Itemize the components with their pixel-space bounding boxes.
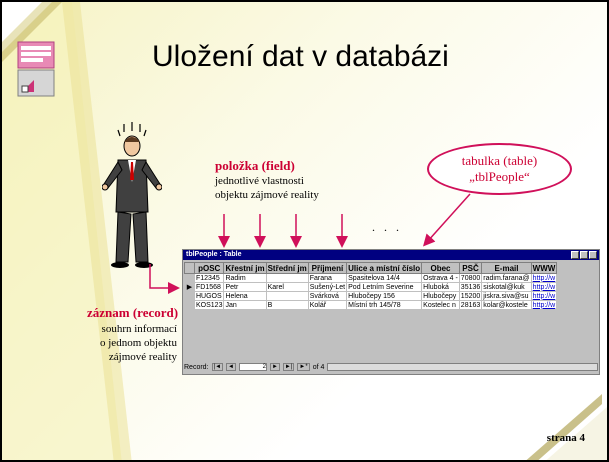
window-controls bbox=[571, 251, 597, 259]
access-app-icon bbox=[17, 41, 55, 97]
table-cell[interactable]: Helena bbox=[223, 291, 267, 301]
table-cell[interactable]: 35136 bbox=[458, 282, 483, 292]
maximize-button[interactable] bbox=[580, 251, 588, 259]
record-count: of 4 bbox=[312, 363, 325, 371]
record-label: záznam (record) bbox=[87, 305, 179, 320]
table-cell[interactable]: http://w bbox=[530, 291, 558, 301]
table-cell[interactable]: Spasitelova 14/4 bbox=[346, 273, 423, 283]
table-cell[interactable]: 70800 bbox=[458, 273, 483, 283]
table-cell[interactable]: F12345 bbox=[193, 273, 225, 283]
field-label: položka (field) bbox=[215, 158, 295, 173]
record-description-line-3: zájmové reality bbox=[108, 351, 177, 363]
current-record-input[interactable]: 2 bbox=[238, 363, 267, 371]
table-cell[interactable]: HUGOS bbox=[193, 291, 225, 301]
table-cell[interactable]: Farana bbox=[307, 273, 348, 283]
arrow-table bbox=[422, 193, 471, 247]
column-header[interactable]: Obec bbox=[421, 262, 460, 274]
table-cell[interactable]: Hlubočepy bbox=[421, 291, 460, 301]
column-header[interactable]: WWW bbox=[530, 262, 558, 274]
window-titlebar: tblPeople : Table bbox=[183, 250, 599, 260]
table-cell[interactable]: http://w bbox=[530, 273, 558, 283]
table-cell[interactable]: siskotal@kuk bbox=[481, 282, 532, 292]
table-cell[interactable]: 28163 bbox=[458, 300, 483, 310]
row-selector[interactable] bbox=[184, 273, 195, 283]
record-navigator: Record: |◄ ◄ 2 ► ►| ►* of 4 bbox=[184, 362, 598, 372]
field-description-line-1: jednotlivé vlastnosti bbox=[215, 175, 304, 187]
field-description: jednotlivé vlastnosti objektu zájmové re… bbox=[215, 174, 319, 202]
table-cell[interactable]: Ostrava 4 - bbox=[421, 273, 460, 283]
table-cell[interactable]: Radim bbox=[223, 273, 267, 283]
close-button[interactable] bbox=[589, 251, 597, 259]
table-cell[interactable]: radim.farana@ bbox=[481, 273, 532, 283]
table-cell[interactable] bbox=[265, 291, 309, 301]
row-selector[interactable]: ▶ bbox=[184, 282, 195, 292]
table-cell[interactable]: Svárková bbox=[307, 291, 348, 301]
minimize-button[interactable] bbox=[571, 251, 579, 259]
table-callout-line-1: tabulka (table) bbox=[461, 153, 538, 168]
slide-title: Uložení dat v databázi bbox=[152, 40, 449, 73]
table-cell[interactable]: kolar@kostele bbox=[481, 300, 532, 310]
column-header[interactable]: PSČ bbox=[458, 262, 483, 274]
table-cell[interactable]: Sušený-Let bbox=[307, 282, 348, 292]
table-cell[interactable]: KOS123 bbox=[193, 300, 225, 310]
record-label-text: Record: bbox=[184, 363, 209, 371]
table-cell[interactable]: Hluboká bbox=[421, 282, 460, 292]
window-title: tblPeople : Table bbox=[186, 251, 242, 258]
table-cell[interactable]: B bbox=[265, 300, 309, 310]
record-description-line-2: o jednom objektu bbox=[100, 337, 177, 349]
row-selector-header bbox=[184, 262, 195, 274]
column-header[interactable]: Ulice a místní číslo bbox=[346, 262, 423, 274]
field-description-line-2: objektu zájmové reality bbox=[215, 189, 319, 201]
next-record-button[interactable]: ► bbox=[269, 363, 280, 371]
table-cell[interactable]: jiskra.siva@su bbox=[481, 291, 532, 301]
prev-record-button[interactable]: ◄ bbox=[226, 363, 236, 371]
row-selector[interactable] bbox=[184, 291, 195, 301]
table-callout-line-2: „tblPeople“ bbox=[469, 169, 530, 184]
ellipsis: . . . bbox=[372, 220, 402, 234]
record-description: souhrn informací o jednom objektu zájmov… bbox=[97, 322, 177, 364]
table-cell[interactable]: Místní trh 145/78 bbox=[346, 300, 423, 310]
column-header[interactable]: E-mail bbox=[481, 262, 532, 274]
presenter-figure bbox=[102, 122, 162, 268]
horizontal-scrollbar[interactable] bbox=[327, 363, 598, 371]
column-header[interactable]: Střední jm bbox=[265, 262, 309, 274]
arrow-record bbox=[149, 264, 180, 294]
table-cell[interactable]: Petr bbox=[223, 282, 267, 292]
record-description-line-1: souhrn informací bbox=[101, 323, 177, 335]
table-cell[interactable] bbox=[265, 273, 309, 283]
page-number: strana 4 bbox=[546, 432, 585, 444]
table-cell[interactable]: Jan bbox=[223, 300, 267, 310]
table-cell[interactable]: FD1568 bbox=[193, 282, 225, 292]
last-record-button[interactable]: ►| bbox=[282, 363, 295, 371]
table-cell[interactable]: 15200 bbox=[458, 291, 483, 301]
table-cell[interactable]: http://w bbox=[530, 300, 558, 310]
table-cell[interactable]: Kostelec n bbox=[421, 300, 460, 310]
row-selector[interactable] bbox=[184, 300, 195, 310]
column-header[interactable]: pOSC bbox=[193, 262, 225, 274]
first-record-button[interactable]: |◄ bbox=[211, 363, 224, 371]
column-header[interactable]: Příjmení bbox=[307, 262, 348, 274]
table-cell[interactable]: Karel bbox=[265, 282, 309, 292]
table-callout-oval: tabulka (table) „tblPeople“ bbox=[427, 143, 572, 195]
table-cell[interactable]: Kolář bbox=[307, 300, 348, 310]
table-cell[interactable]: Pod Letním Severine bbox=[346, 282, 423, 292]
table-cell[interactable]: Hlubočepy 156 bbox=[346, 291, 423, 301]
table-cell[interactable]: http://w bbox=[530, 282, 558, 292]
column-header[interactable]: Křestní jm bbox=[223, 262, 267, 274]
new-record-button[interactable]: ►* bbox=[297, 363, 310, 371]
